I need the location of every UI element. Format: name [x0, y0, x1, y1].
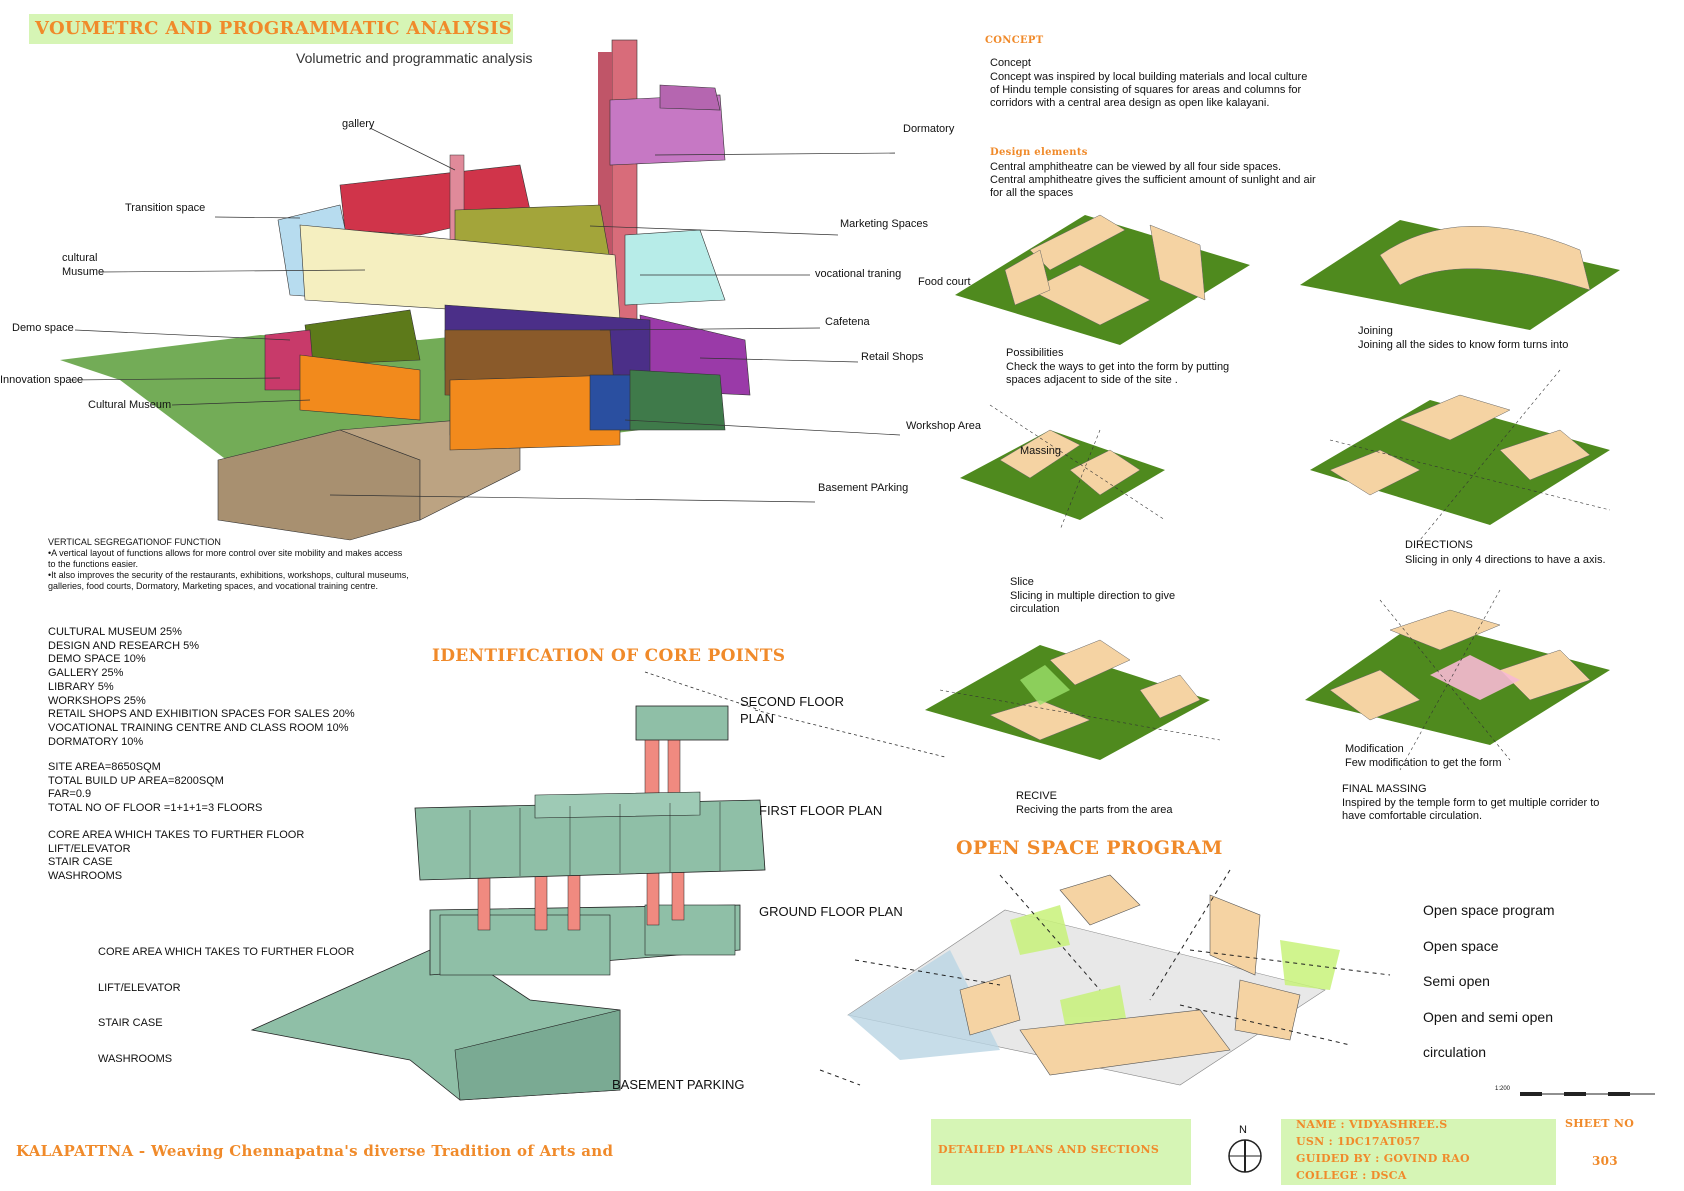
joining-text: Joining all the sides to know form turns…: [1358, 339, 1569, 351]
credit-college: COLLEGE : DSCA: [1296, 1169, 1407, 1182]
massing-sequence: [925, 214, 1620, 771]
core-legend-item: LIFT/ELEVATOR: [98, 981, 181, 994]
final-massing-text: Inspired by the temple form to get multi…: [1342, 797, 1600, 822]
directions-title: DIRECTIONS: [1405, 539, 1473, 551]
design-elements-text: Central amphitheatre can be viewed by al…: [990, 161, 1316, 199]
credit-usn: USN : 1DC17AT057: [1296, 1135, 1421, 1148]
program-item: DESIGN AND RESEARCH 5%: [48, 639, 199, 652]
concept-heading: CONCEPT: [985, 35, 1044, 46]
recive-text: Reciving the parts from the area: [1016, 804, 1173, 816]
label-cafetena: Cafetena: [825, 316, 870, 328]
program-item: DORMATORY 10%: [48, 735, 144, 748]
volumetric-diagram: [60, 39, 901, 541]
open-space-legend: Open space program Open space Semi open …: [1423, 893, 1555, 1071]
sheet-no-label: SHEET NO: [1565, 1117, 1635, 1130]
scale-label: 1:200: [1495, 1086, 1511, 1092]
legend-item-open-semi-open: Open and semi open: [1423, 1008, 1553, 1025]
program-item: LIBRARY 5%: [48, 680, 114, 693]
page-title: VOUMETRC AND PROGRAMMATIC ANALYSIS: [35, 18, 512, 39]
joining-title: Joining: [1358, 325, 1393, 337]
site-data-item: TOTAL BUILD UP AREA=8200SQM: [48, 774, 224, 787]
vertical-segregation-line: •It also improves the security of the re…: [48, 570, 409, 580]
credits: NAME : VIDYASHREE.S USN : 1DC17AT057 GUI…: [1296, 1116, 1470, 1184]
legend-item-open-space-program: Open space program: [1423, 902, 1555, 918]
label-retail: Retail Shops: [861, 351, 924, 363]
directions-text: Slicing in only 4 directions to have a a…: [1405, 554, 1606, 566]
program-list: CULTURAL MUSEUM 25% DESIGN AND RESEARCH …: [48, 626, 355, 749]
label-cultural-museum: Cultural Museum: [88, 399, 172, 411]
core-list-item: CORE AREA WHICH TAKES TO FURTHER FLOOR: [48, 829, 305, 841]
vertical-segregation-line: to the functions easier.: [48, 559, 139, 569]
program-item: WORKSHOPS 25%: [48, 694, 146, 707]
site-data-item: SITE AREA=8650SQM: [48, 761, 161, 773]
vertical-segregation-title: VERTICAL SEGREGATIONOF FUNCTION: [48, 537, 221, 547]
label-demo: Demo space: [12, 322, 74, 334]
core-list-item: WASHROOMS: [48, 870, 123, 883]
vertical-segregation-line: •A vertical layout of functions allows f…: [48, 548, 403, 558]
possibilities-title: Possibilities: [1006, 347, 1064, 359]
label-innovation: Innovation space: [0, 374, 84, 386]
core-list-item: STAIR CASE: [48, 856, 113, 869]
core-legend-item: WASHROOMS: [98, 1052, 173, 1065]
site-data-item: FAR=0.9: [48, 788, 92, 801]
program-item: VOCATIONAL TRAINING CENTRE AND CLASS ROO…: [48, 721, 349, 734]
core-legend-item: STAIR CASE: [98, 1017, 163, 1029]
label-cultural-musume: cultural Musume: [62, 252, 105, 278]
label-ground-floor: GROUND FLOOR PLAN: [759, 904, 903, 919]
core-points-diagram: [250, 671, 946, 1101]
vertical-segregation: VERTICAL SEGREGATIONOF FUNCTION •A verti…: [48, 537, 468, 592]
program-item: CULTURAL MUSEUM 25%: [48, 626, 182, 638]
program-item: DEMO SPACE 10%: [48, 653, 146, 666]
core-legend: CORE AREA WHICH TAKES TO FURTHER FLOOR L…: [98, 935, 354, 1077]
modification-text: Few modification to get the form: [1345, 757, 1502, 769]
final-massing-title: FINAL MASSING: [1342, 783, 1427, 795]
label-basement: Basement PArking: [818, 482, 909, 494]
label-dormatory: Dormatory: [903, 123, 955, 135]
possibilities-text: Check the ways to get into the form by p…: [1006, 361, 1230, 386]
core-list: CORE AREA WHICH TAKES TO FURTHER FLOOR L…: [48, 829, 304, 884]
site-data-item: TOTAL NO OF FLOOR =1+1+1=3 FLOORS: [48, 802, 263, 815]
project-title: KALAPATTNA - Weaving Chennapatna's diver…: [16, 1142, 614, 1160]
page-subtitle: Volumetric and programmatic analysis: [296, 50, 533, 66]
program-item: RETAIL SHOPS AND EXHIBITION SPACES FOR S…: [48, 708, 355, 721]
modification-title: Modification: [1345, 743, 1404, 755]
concept-text: Concept was inspired by local building m…: [990, 71, 1308, 109]
slice-title: Slice: [1010, 576, 1034, 588]
sheet-title-band: [931, 1119, 1191, 1185]
open-space-diagram: [819, 869, 1391, 1086]
label-basement-parking: BASEMENT PARKING: [612, 1077, 745, 1092]
legend-item-open-space: Open space: [1423, 937, 1499, 954]
massing-label: Massing: [1020, 445, 1061, 457]
core-section-title: IDENTIFICATION OF CORE POINTS: [432, 646, 786, 666]
design-elements-heading: Design elements: [990, 147, 1088, 158]
credit-name: NAME : VIDYASHREE.S: [1296, 1118, 1448, 1131]
vertical-segregation-line: galleries, food courts, Dormatory, Marke…: [48, 581, 378, 591]
title-band: [29, 14, 513, 44]
label-workshop: Workshop Area: [906, 420, 982, 432]
program-item: GALLERY 25%: [48, 667, 124, 680]
label-second-floor: SECOND FLOOR PLAN: [740, 694, 845, 726]
credits-band: [1281, 1119, 1556, 1185]
core-list-item: LIFT/ELEVATOR: [48, 842, 131, 855]
concept-title: Concept: [990, 57, 1031, 69]
scale-bar: [1520, 1092, 1655, 1096]
slice-text: Slicing in multiple direction to give ci…: [1010, 590, 1176, 615]
label-gallery: gallery: [342, 118, 375, 130]
label-transition: Transition space: [125, 202, 206, 214]
sheet-no: 303: [1592, 1154, 1618, 1168]
north-label: N: [1239, 1124, 1247, 1136]
legend-item-circulation: circulation: [1423, 1044, 1487, 1060]
label-vocational: vocational traning: [815, 268, 902, 280]
legend-item-semi-open: Semi open: [1423, 973, 1490, 989]
open-space-title: OPEN SPACE PROGRAM: [956, 837, 1223, 859]
sheet-title: DETAILED PLANS AND SECTIONS: [938, 1143, 1160, 1156]
core-legend-item: CORE AREA WHICH TAKES TO FURTHER FLOOR: [98, 946, 355, 958]
label-food-court: Food court: [918, 276, 971, 288]
recive-title: RECIVE: [1016, 790, 1057, 802]
label-marketing: Marketing Spaces: [840, 218, 929, 230]
site-data: SITE AREA=8650SQM TOTAL BUILD UP AREA=82…: [48, 761, 262, 816]
north-arrow-icon: [1228, 1139, 1262, 1173]
label-first-floor: FIRST FLOOR PLAN: [759, 803, 883, 818]
credit-guide: GUIDED BY : GOVIND RAO: [1296, 1152, 1470, 1165]
